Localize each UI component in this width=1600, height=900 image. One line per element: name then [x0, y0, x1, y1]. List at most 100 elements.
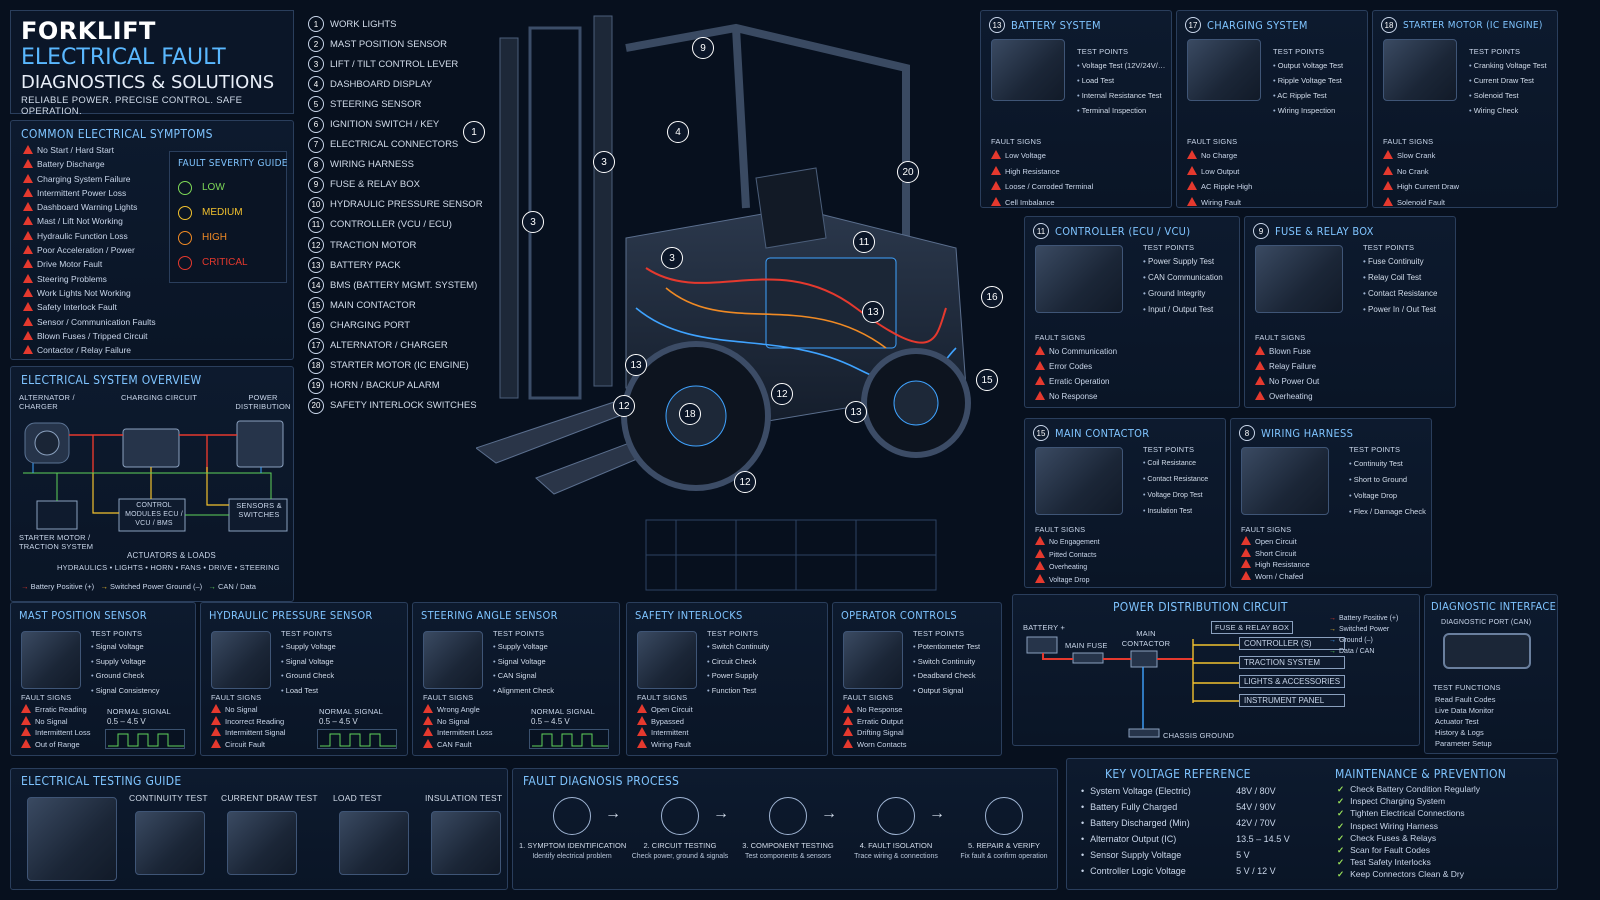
callout-badge: 9	[692, 37, 714, 59]
test-point: Input / Output Test	[1143, 302, 1223, 318]
test-point: Load Test	[281, 684, 336, 699]
fault-sign: Solenoid Fault	[1383, 195, 1459, 208]
warning-icon	[23, 173, 33, 183]
component-icon	[1035, 447, 1123, 515]
symptom-item: Sensor / Communication Faults	[23, 315, 156, 329]
maint-title: MAINTENANCE & PREVENTION	[1335, 767, 1507, 781]
voltage-value: 5 V	[1236, 850, 1250, 860]
fault-sign-label: Loose / Corroded Terminal	[1005, 182, 1094, 191]
fault-sign-label: Circuit Fault	[225, 739, 266, 749]
test-point: Ground Check	[91, 669, 160, 684]
legend-arrow-icon: →	[1329, 615, 1336, 622]
card-number: 13	[989, 17, 1005, 33]
warning-icon	[21, 727, 31, 736]
diag-title: DIAGNOSTIC INTERFACE	[1431, 600, 1557, 613]
severity-level: MEDIUM	[178, 200, 278, 225]
severity-level: LOW	[178, 175, 278, 200]
fault-sign: Drifting Signal	[843, 727, 906, 739]
signal-range: 0.5 – 4.5 V	[319, 717, 358, 726]
fault-sign-label: Voltage Drop	[1049, 576, 1090, 584]
part-label: LIFT / TILT CONTROL LEVER	[330, 58, 459, 70]
fault-sign: No Response	[843, 704, 906, 716]
warning-icon	[23, 187, 33, 197]
fault-sign: Intermittent Signal	[211, 727, 285, 739]
warning-icon	[23, 145, 33, 154]
part-number: 2	[308, 36, 324, 53]
fault-sign: No Engagement	[1035, 536, 1100, 549]
test-point: Supply Voltage	[281, 640, 336, 655]
symptom-label: Dashboard Warning Lights	[37, 202, 138, 213]
test-point: Signal Voltage	[91, 640, 160, 655]
pd-fuse	[1072, 652, 1104, 664]
warning-icon	[23, 345, 33, 355]
card-number: 9	[1253, 223, 1269, 239]
card-title: FUSE & RELAY BOX	[1275, 224, 1374, 238]
maint-label: Inspect Wiring Harness	[1350, 820, 1438, 831]
warning-icon	[211, 727, 221, 736]
severity-label: HIGH	[202, 232, 227, 243]
fault-sign: No Communication	[1035, 344, 1117, 359]
fault-sign-label: No Signal	[225, 705, 258, 714]
test-points-label: TEST POINTS	[1349, 445, 1401, 454]
test-point: Switch Continuity	[913, 655, 980, 670]
severity-icon	[178, 255, 192, 270]
test-point: Load Test	[1077, 73, 1169, 88]
fault-sign-label: No Crank	[1397, 166, 1429, 176]
warning-icon	[21, 715, 31, 725]
pd-legend-label: Ground (–)	[1339, 637, 1373, 644]
multimeter-icon	[27, 797, 117, 881]
part-label: CHARGING PORT	[330, 319, 411, 331]
process-title: FAULT DIAGNOSIS PROCESS	[523, 774, 680, 788]
step-desc: Fix fault & confirm operation	[960, 853, 1048, 860]
test-point: Cranking Voltage Test	[1469, 58, 1547, 73]
fault-sign: Worn / Chafed	[1241, 570, 1310, 583]
warning-icon	[637, 704, 647, 713]
normal-signal-label: NORMAL SIGNAL	[107, 707, 172, 716]
pd-legend-item: →Switched Power	[1329, 624, 1398, 635]
part-number: 6	[308, 116, 324, 133]
fault-sign-label: No Response	[857, 705, 903, 714]
signal-waveform	[317, 729, 397, 749]
card-header: MAST POSITION SENSOR	[19, 609, 147, 622]
callout-badge: 3	[593, 151, 615, 173]
part-number: 1	[308, 16, 324, 33]
warning-icon	[1035, 536, 1045, 545]
step-icon	[985, 797, 1023, 835]
callout-badge: 20	[897, 161, 919, 183]
warning-icon	[1035, 548, 1045, 558]
warning-icon	[991, 165, 1001, 175]
part-number: 17	[308, 337, 324, 354]
symptoms-title: COMMON ELECTRICAL SYMPTOMS	[21, 127, 213, 141]
fault-sign-label: No Signal	[35, 716, 68, 726]
maint-item: ✓Scan for Fault Codes	[1337, 844, 1480, 856]
test-points-label: TEST POINTS	[1273, 47, 1325, 56]
title-block: FORKLIFT ELECTRICAL FAULT DIAGNOSTICS & …	[10, 10, 294, 117]
pd-diagram	[1026, 636, 1239, 738]
testing-title: ELECTRICAL TESTING GUIDE	[21, 774, 182, 788]
part-number: 16	[308, 317, 324, 334]
test-point: Power Supply Test	[1143, 254, 1223, 270]
diag-function: Actuator Test	[1435, 717, 1479, 726]
fault-sign: Short Circuit	[1241, 547, 1310, 560]
voltage-panel: KEY VOLTAGE REFERENCE •System Voltage (E…	[1066, 758, 1558, 890]
component-icon	[991, 39, 1065, 101]
test-points-list: Supply VoltageSignal VoltageGround Check…	[281, 640, 336, 698]
fault-sign-label: Erratic Reading	[35, 705, 87, 714]
check-icon: ✓	[1337, 832, 1345, 843]
fault-sign: Voltage Drop	[1035, 573, 1100, 587]
component-icon	[1187, 39, 1261, 101]
warning-icon	[1383, 181, 1393, 190]
test-points-label: TEST POINTS	[913, 629, 965, 638]
forklift-illustration	[476, 15, 971, 495]
overview-title: ELECTRICAL SYSTEM OVERVIEW	[21, 373, 202, 387]
fault-sign: Circuit Fault	[211, 738, 285, 751]
symptom-item: Poor Acceleration / Power	[23, 243, 156, 257]
symptom-item: Dashboard Warning Lights	[23, 200, 156, 214]
ov-legend: → Battery Positive (+) → Switched Power …	[21, 582, 256, 591]
maint-item: ✓Keep Connectors Clean & Dry	[1337, 868, 1480, 880]
ov-charging-label: CHARGING CIRCUIT	[121, 393, 198, 402]
ov-wire-can	[23, 472, 272, 516]
part-number: 10	[308, 196, 324, 213]
